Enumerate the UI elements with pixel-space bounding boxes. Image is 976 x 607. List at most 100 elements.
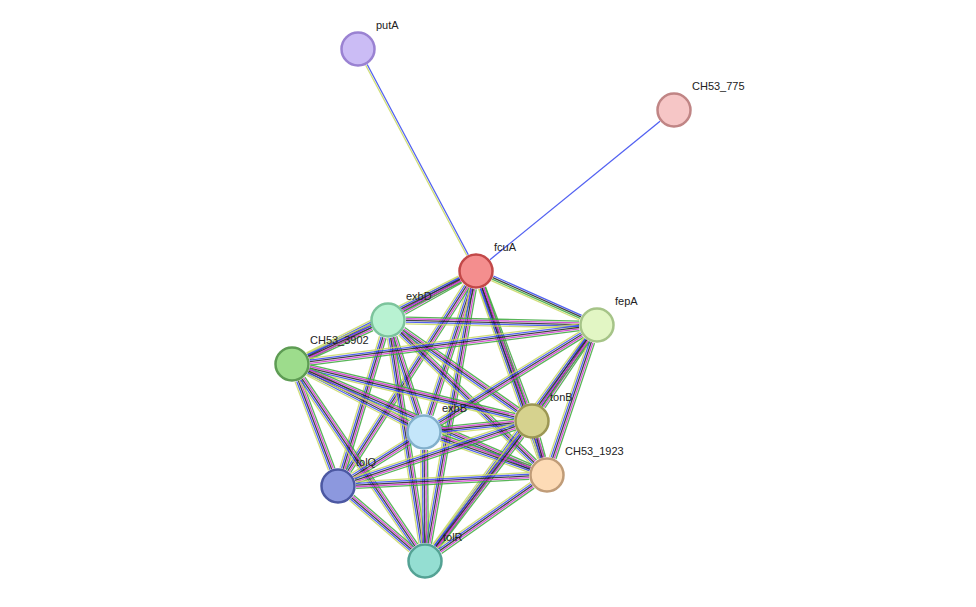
interaction-edge xyxy=(438,483,534,554)
node-label: tolR xyxy=(443,531,463,544)
evidence-line xyxy=(310,368,515,417)
evidence-line xyxy=(353,496,413,547)
evidence-line xyxy=(352,498,412,549)
node-disc xyxy=(516,405,549,438)
node-circle xyxy=(340,31,376,67)
evidence-line xyxy=(308,326,371,355)
protein-node: putA xyxy=(340,31,376,67)
interaction-edge xyxy=(490,121,660,259)
node-circle xyxy=(407,543,443,579)
evidence-line xyxy=(307,324,370,353)
evidence-line xyxy=(436,435,521,546)
node-disc xyxy=(658,94,691,127)
protein-node: fepA xyxy=(579,307,615,343)
protein-node: CH53_775 xyxy=(656,92,692,128)
node-label: putA xyxy=(376,19,399,32)
evidence-line xyxy=(305,377,418,544)
interaction-edge xyxy=(491,276,581,320)
evidence-line xyxy=(442,488,535,553)
protein-node: exbD xyxy=(370,302,406,338)
node-circle xyxy=(406,414,442,450)
node-circle xyxy=(274,346,310,382)
evidence-line xyxy=(420,450,422,543)
evidence-line xyxy=(439,484,532,549)
evidence-line xyxy=(491,281,579,320)
node-label: fcuA xyxy=(494,241,516,254)
node-disc xyxy=(276,348,309,381)
evidence-line xyxy=(356,474,529,483)
evidence-line xyxy=(354,495,414,546)
interaction-edge xyxy=(349,495,413,552)
node-label: tolQ xyxy=(356,456,376,469)
evidence-line xyxy=(405,328,520,408)
node-disc xyxy=(531,459,564,492)
interaction-edge xyxy=(406,317,579,328)
node-circle xyxy=(579,307,615,343)
evidence-line xyxy=(307,374,529,471)
node-circle xyxy=(529,457,565,493)
protein-node: fcuA xyxy=(458,253,494,289)
interaction-edge xyxy=(356,473,529,489)
evidence-line xyxy=(440,485,533,550)
evidence-line xyxy=(309,324,578,358)
evidence-line xyxy=(493,278,581,317)
interaction-edge xyxy=(421,450,429,543)
node-label: tonB xyxy=(550,391,573,404)
protein-node: CH53_3902 xyxy=(274,346,310,382)
node-circle xyxy=(656,92,692,128)
evidence-line xyxy=(309,370,514,419)
evidence-line xyxy=(422,450,424,543)
evidence-line xyxy=(492,279,580,318)
interaction-edge xyxy=(433,433,524,549)
evidence-line xyxy=(425,450,427,543)
evidence-line xyxy=(356,473,529,482)
evidence-line xyxy=(534,439,539,458)
protein-node: tolQ xyxy=(320,468,356,504)
evidence-line xyxy=(367,64,468,254)
evidence-line xyxy=(427,450,429,543)
evidence-line xyxy=(310,331,579,365)
evidence-line xyxy=(441,487,534,552)
evidence-line xyxy=(439,437,524,548)
interaction-edge xyxy=(366,64,469,255)
node-label: exbD xyxy=(406,290,432,303)
interaction-edge xyxy=(299,377,417,548)
evidence-line xyxy=(433,338,584,545)
protein-node: exbB xyxy=(406,414,442,450)
node-disc xyxy=(581,309,614,342)
protein-node: tonB xyxy=(514,403,550,439)
evidence-line xyxy=(493,276,581,315)
evidence-line xyxy=(437,436,522,547)
evidence-line xyxy=(310,367,515,416)
evidence-line xyxy=(309,371,531,468)
node-disc xyxy=(342,33,375,66)
node-label: fepA xyxy=(615,295,638,308)
evidence-line xyxy=(441,438,530,469)
node-disc xyxy=(409,545,442,578)
evidence-line xyxy=(545,342,590,408)
evidence-line xyxy=(490,121,660,259)
evidence-line xyxy=(366,65,467,255)
evidence-line xyxy=(423,450,425,543)
node-circle xyxy=(320,468,356,504)
protein-node: CH53_1923 xyxy=(529,457,565,493)
interaction-edge xyxy=(534,437,546,458)
node-circle xyxy=(514,403,550,439)
protein-node: tolR xyxy=(407,543,443,579)
evidence-line xyxy=(349,500,409,551)
node-label: CH53_775 xyxy=(692,80,745,93)
node-disc xyxy=(322,470,355,503)
node-disc xyxy=(372,304,405,337)
node-label: exbB xyxy=(442,402,467,415)
node-label: CH53_1923 xyxy=(565,445,624,458)
node-disc xyxy=(408,416,441,449)
node-circle xyxy=(370,302,406,338)
evidence-line xyxy=(351,499,411,550)
node-label: CH53_3902 xyxy=(310,334,369,347)
node-circle xyxy=(458,253,494,289)
evidence-line xyxy=(438,483,531,548)
evidence-line xyxy=(310,326,579,360)
node-disc xyxy=(460,255,493,288)
